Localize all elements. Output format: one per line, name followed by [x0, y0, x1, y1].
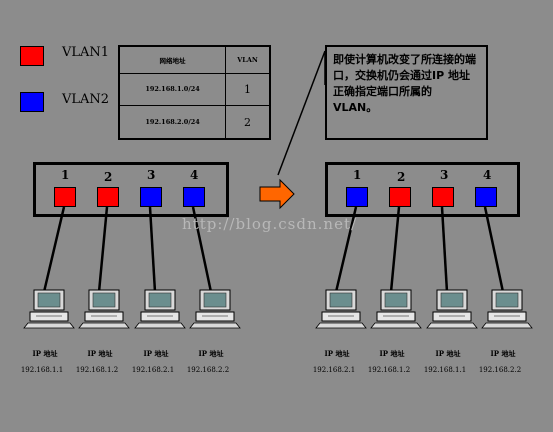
- right-port-number: 3: [440, 168, 449, 182]
- cable: [191, 206, 213, 293]
- pc-ip: 192.168.1.2: [367, 366, 411, 374]
- transition-arrow-icon: [259, 178, 295, 210]
- table-cell-vlan: 1: [225, 72, 271, 107]
- right-port-number: 1: [353, 168, 362, 182]
- cable: [334, 206, 358, 293]
- pc-ip: 192.168.1.1: [423, 366, 467, 374]
- pc-ip: 192.168.1.1: [20, 366, 64, 374]
- table-row: 192.168.2.0/24 2: [118, 105, 271, 140]
- legend-swatch-vlan2: [20, 92, 44, 112]
- left-port-number: 3: [147, 168, 156, 182]
- table-cell-vlan: 2: [225, 105, 271, 140]
- right-port-1: [346, 187, 368, 207]
- table-row: 192.168.1.0/24 1: [118, 72, 271, 107]
- legend-swatch-vlan1: [20, 46, 44, 66]
- left-port-number: 2: [104, 170, 113, 184]
- left-port-4: [183, 187, 205, 207]
- computer-icon: [370, 289, 422, 329]
- pc-label: IP 地址: [32, 349, 58, 358]
- cable: [440, 206, 449, 293]
- table-cell-network: 192.168.2.0/24: [118, 105, 227, 140]
- pc-label: IP 地址: [435, 349, 461, 358]
- note-callout: 即使计算机改变了所连接的端口，交换机仍会通过IP 地址正确指定端口所属的 VLA…: [325, 45, 488, 140]
- pc-label: IP 地址: [143, 349, 169, 358]
- cable: [97, 206, 109, 293]
- pc-label: IP 地址: [87, 349, 113, 358]
- pc-ip: 192.168.1.2: [75, 366, 119, 374]
- legend-label-vlan1: VLAN1: [62, 45, 110, 60]
- computer-icon: [426, 289, 478, 329]
- computer-icon: [189, 289, 241, 329]
- computer-icon: [315, 289, 367, 329]
- computer-icon: [78, 289, 130, 329]
- table-cell-network: 192.168.1.0/24: [118, 72, 227, 107]
- left-port-number: 4: [190, 168, 199, 182]
- cable: [483, 206, 505, 293]
- watermark: http://blog.csdn.net/: [182, 215, 358, 233]
- pc-ip: 192.168.2.1: [131, 366, 175, 374]
- right-port-3: [432, 187, 454, 207]
- pc-label: IP 地址: [379, 349, 405, 358]
- computer-icon: [481, 289, 533, 329]
- note-text: 即使计算机改变了所连接的端口，交换机仍会通过IP 地址正确指定端口所属的 VLA…: [333, 53, 476, 114]
- cable: [42, 206, 66, 293]
- pc-label: IP 地址: [198, 349, 224, 358]
- callout-pointer: [277, 50, 326, 176]
- left-port-1: [54, 187, 76, 207]
- right-port-4: [475, 187, 497, 207]
- table-header-row: 网络地址 VLAN: [118, 45, 271, 74]
- pc-ip: 192.168.2.1: [312, 366, 356, 374]
- right-port-2: [389, 187, 411, 207]
- cable: [389, 206, 401, 293]
- right-port-number: 4: [483, 168, 492, 182]
- pc-label: IP 地址: [324, 349, 350, 358]
- computer-icon: [134, 289, 186, 329]
- legend-label-vlan2: VLAN2: [62, 92, 110, 107]
- left-port-number: 1: [61, 168, 70, 182]
- computer-icon: [23, 289, 75, 329]
- left-port-3: [140, 187, 162, 207]
- cable: [148, 206, 157, 293]
- left-port-2: [97, 187, 119, 207]
- vlan-table: 网络地址 VLAN 192.168.1.0/24 1 192.168.2.0/2…: [118, 45, 271, 140]
- pc-ip: 192.168.2.2: [186, 366, 230, 374]
- right-port-number: 2: [397, 170, 406, 184]
- pc-ip: 192.168.2.2: [478, 366, 522, 374]
- pc-label: IP 地址: [490, 349, 516, 358]
